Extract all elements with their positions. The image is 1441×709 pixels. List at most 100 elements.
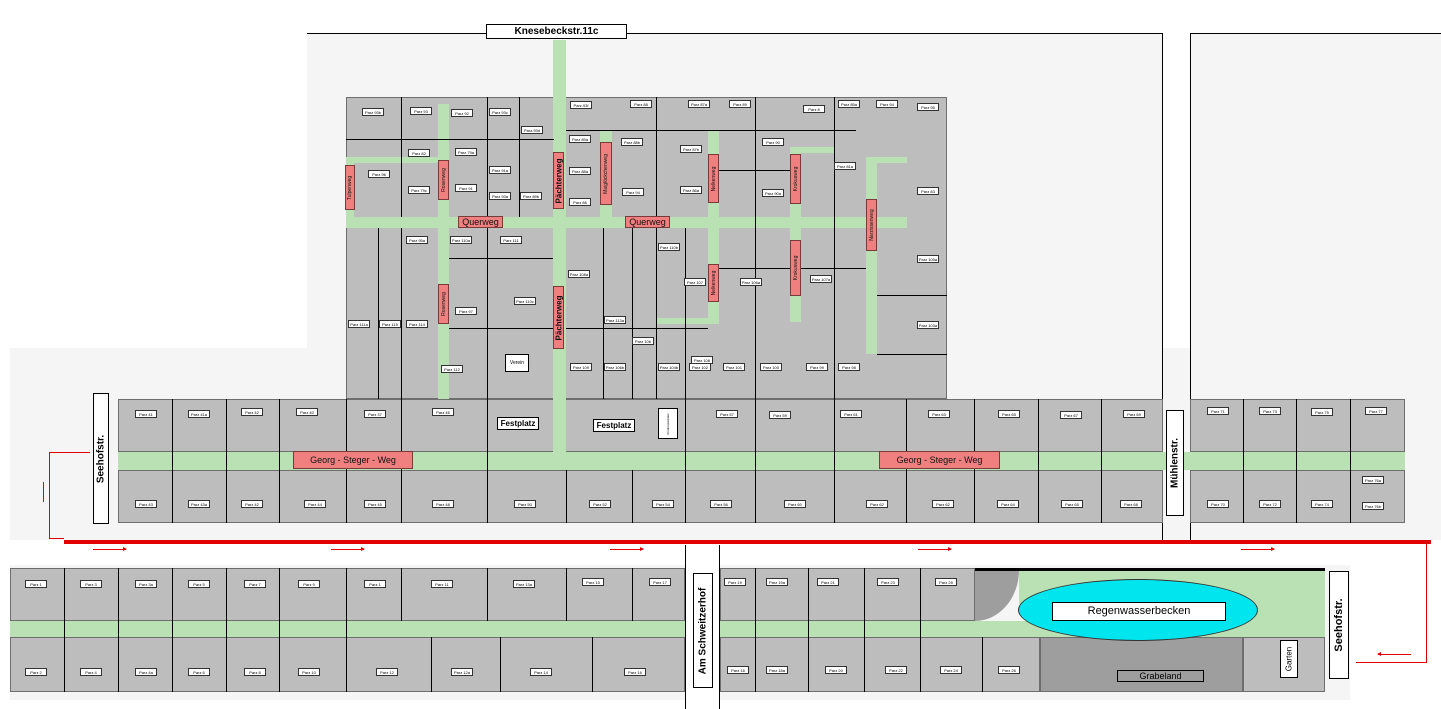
parcel-divider: [864, 568, 865, 692]
rosenweg-label: Rosenweg: [438, 284, 449, 324]
georg-steger-road-bottom: [10, 621, 685, 637]
parcel-divider: [877, 354, 947, 355]
parcel-label: Parz 61: [840, 410, 862, 418]
parcel-label: Parz 42: [241, 500, 263, 508]
parcel-divider: [632, 470, 633, 523]
parcel-label: Parz 43: [135, 500, 157, 508]
parcel-label: Parz 19: [724, 578, 746, 586]
boundary-line: [685, 545, 686, 709]
regenwasserbecken-label: Regenwasserbecken: [1052, 602, 1226, 621]
parcel-label: Parz 76b: [1362, 502, 1384, 510]
parcel-divider: [401, 568, 402, 621]
row-b: [118, 470, 1163, 523]
parcel-label: Parz 16: [624, 668, 646, 676]
parcel-label: Parz 59: [769, 411, 791, 419]
parcel-label: Parz 90: [762, 138, 784, 146]
direction-arrow: [93, 547, 127, 551]
parcel-label: Parz 79c: [408, 186, 430, 194]
parcel-divider: [566, 568, 567, 621]
parcel-label: Parz 79a: [455, 148, 477, 156]
parcel-label: Parz 23: [877, 578, 899, 586]
parcel-label: Parz 7: [244, 580, 266, 588]
parcel-label: Parz 64: [997, 500, 1019, 508]
parcel-divider: [118, 568, 119, 692]
parcel-label: Parz 106b: [604, 363, 626, 371]
parcel-label: Parz 99: [806, 363, 828, 371]
parcel-divider: [592, 637, 593, 692]
parcel-label: Parz 106: [632, 337, 654, 345]
boundary-line: [1162, 33, 1163, 540]
direction-arrow: [1377, 652, 1411, 656]
parcel-label: Parz 111: [500, 236, 522, 244]
parcel-divider: [226, 568, 227, 692]
parcel-label: Parz 112: [441, 365, 463, 373]
boundary-line: [307, 33, 1162, 34]
parcel-label: Parz 57: [716, 410, 738, 418]
parcel-divider: [656, 97, 657, 399]
narzissenweg-road: [866, 157, 877, 354]
parcel-divider: [755, 568, 756, 692]
parcel-label: Parz 3a: [135, 580, 157, 588]
parcel-label: Parz 52: [589, 500, 611, 508]
parcel-label: Parz 10: [298, 668, 320, 676]
parcel-label: Parz 43a: [188, 500, 210, 508]
parcel-divider: [487, 399, 488, 523]
boundary-line: [1190, 33, 1441, 34]
boundary-line: [1190, 33, 1191, 540]
parcel-label: Parz 95: [917, 103, 939, 111]
parcel-divider: [401, 228, 402, 399]
parcel-divider: [1243, 399, 1244, 523]
route-line: [64, 540, 1431, 544]
side-road: [801, 147, 834, 153]
route-line: [1356, 662, 1427, 663]
parcel-label: Parz 110a: [450, 236, 472, 244]
parcel-label: Parz 115: [379, 320, 401, 328]
parcel-label: Parz 101: [723, 363, 745, 371]
parcel-divider: [1038, 399, 1039, 523]
paechterweg-label: Pächterweg: [553, 286, 564, 349]
parcel-label: Parz 21: [817, 578, 839, 586]
parcel-label: Parz 14: [530, 668, 552, 676]
parcel-label: Parz 70: [1207, 500, 1229, 508]
parcel-label: Parz 74: [1311, 500, 1333, 508]
kinderspielplatz-label: Kinderspielplatz: [658, 408, 678, 439]
querweg-label: Querweg: [458, 216, 503, 228]
parcel-label: Parz 93b: [362, 108, 384, 116]
parcel-label: Parz 110b: [658, 243, 680, 251]
parcel-divider: [487, 97, 488, 399]
parcel-label: Parz 76a: [1362, 476, 1384, 484]
parcel-label: Parz 5: [188, 580, 210, 588]
parcel-label: Parz.93f: [570, 101, 592, 109]
parcel-label: Parz 12: [376, 668, 398, 676]
parcel-label: Parz 40: [296, 408, 318, 416]
parcel-label: Parz 75: [1311, 408, 1333, 416]
parcel-label: Parz 94: [622, 188, 644, 196]
parcel-divider: [279, 568, 280, 692]
direction-arrow: [331, 547, 365, 551]
parcel-label: Parz 24: [940, 666, 962, 674]
parcel-divider: [877, 295, 947, 296]
georg-steger-road-mid: [118, 452, 1405, 470]
parcel-label: Parz 73: [1259, 407, 1281, 415]
parcel-divider: [431, 637, 432, 692]
parcel-label: Parz 105a: [917, 255, 939, 263]
parcel-label: Parz 22: [885, 666, 907, 674]
paechterweg-label: Pächterweg: [553, 152, 564, 209]
parcel-label: Parz 37: [364, 410, 386, 418]
parcel-divider: [64, 568, 65, 692]
parcel-label: Parz 97: [455, 307, 477, 315]
row-d: [10, 637, 685, 692]
parcel-label: Parz 8: [803, 105, 825, 113]
direction-arrow: [918, 547, 952, 551]
route-line: [49, 452, 50, 539]
festplatz-label: Festplatz: [497, 417, 539, 430]
krokusweg-road: [790, 147, 801, 322]
parcel-label: Parz 2: [25, 668, 47, 676]
parcel-label: Parz 65: [998, 410, 1020, 418]
parcel-label: Parz 17: [649, 578, 671, 586]
boundary-line: [975, 568, 1325, 571]
parcel-label: Parz 93a: [489, 192, 511, 200]
parcel-label: Parz 18a: [766, 666, 788, 674]
side-road: [656, 318, 719, 324]
direction-arrow: [610, 547, 644, 551]
